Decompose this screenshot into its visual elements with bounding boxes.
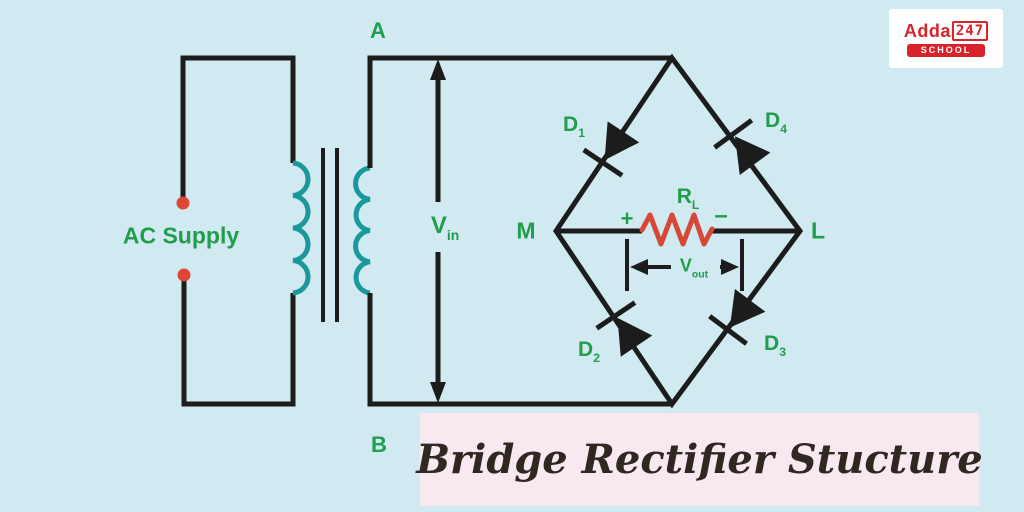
logo-tagline: SCHOOL bbox=[906, 43, 986, 57]
diode-d2-label: D2 bbox=[578, 337, 600, 365]
ac-bottom-lead-wire bbox=[181, 279, 296, 407]
polarity-plus-label: + bbox=[620, 206, 634, 231]
ac-terminal-top-dot bbox=[176, 196, 190, 210]
d2-label-sub: 2 bbox=[593, 351, 600, 365]
d2-label-base: D bbox=[578, 337, 594, 361]
load-resistor-label: RL bbox=[676, 184, 700, 212]
d3-label-base: D bbox=[764, 331, 780, 355]
logo-number-badge: 247 bbox=[951, 20, 989, 41]
node-a-label: A bbox=[370, 18, 386, 43]
d1-label-sub: 1 bbox=[578, 126, 585, 140]
ac-top-lead-wire bbox=[180, 55, 296, 199]
secondary-top-wire bbox=[367, 55, 672, 168]
secondary-bottom-wire bbox=[367, 293, 672, 407]
diode-d3 bbox=[710, 287, 769, 344]
ac-supply-label: AC Supply bbox=[122, 222, 240, 249]
title-banner: Bridge Rectifier Stucture bbox=[416, 413, 983, 506]
vout-arrowhead-left-icon bbox=[630, 259, 648, 275]
vin-arrowhead-down-icon bbox=[430, 382, 446, 403]
load-resistor-label-sub: L bbox=[691, 198, 700, 212]
polarity-minus-label: – bbox=[714, 202, 728, 229]
vout-label-base: V bbox=[679, 255, 692, 276]
vout-label-sub: out bbox=[691, 269, 709, 281]
vout-arrowhead-right-icon bbox=[721, 259, 739, 275]
vout-label: Vout bbox=[680, 256, 708, 279]
load-resistor-label-base: R bbox=[676, 184, 692, 208]
node-l-label: L bbox=[810, 217, 826, 244]
diagram-title: Bridge Rectifier Stucture bbox=[416, 436, 983, 483]
diode-d1-label: D1 bbox=[563, 112, 585, 140]
vin-label-base: V bbox=[430, 212, 447, 240]
adda247-logo: Adda 247 SCHOOL bbox=[889, 9, 1003, 68]
vin-arrowhead-up-icon bbox=[430, 59, 446, 80]
d3-label-sub: 3 bbox=[779, 345, 786, 359]
diode-d2 bbox=[597, 303, 656, 359]
transformer-secondary-coil bbox=[353, 165, 371, 296]
node-b-label: B bbox=[371, 432, 387, 457]
d4-label-base: D bbox=[765, 108, 781, 132]
diode-d3-label: D3 bbox=[764, 331, 786, 359]
node-m-label: M bbox=[516, 217, 536, 244]
diode-d4-label: D4 bbox=[765, 108, 787, 136]
diode-d1 bbox=[584, 119, 643, 175]
vin-label: Vin bbox=[431, 214, 459, 242]
logo-brand-text: Adda bbox=[903, 20, 951, 41]
vin-label-sub: in bbox=[446, 226, 460, 243]
transformer-primary-coil bbox=[292, 160, 311, 296]
d4-label-sub: 4 bbox=[780, 122, 787, 136]
bridge-diamond bbox=[552, 53, 804, 409]
logo-wordmark: Adda 247 bbox=[903, 20, 989, 41]
load-resistor-zigzag bbox=[639, 212, 715, 247]
ac-terminal-bottom-dot bbox=[177, 268, 191, 282]
d1-label-base: D bbox=[563, 112, 579, 136]
